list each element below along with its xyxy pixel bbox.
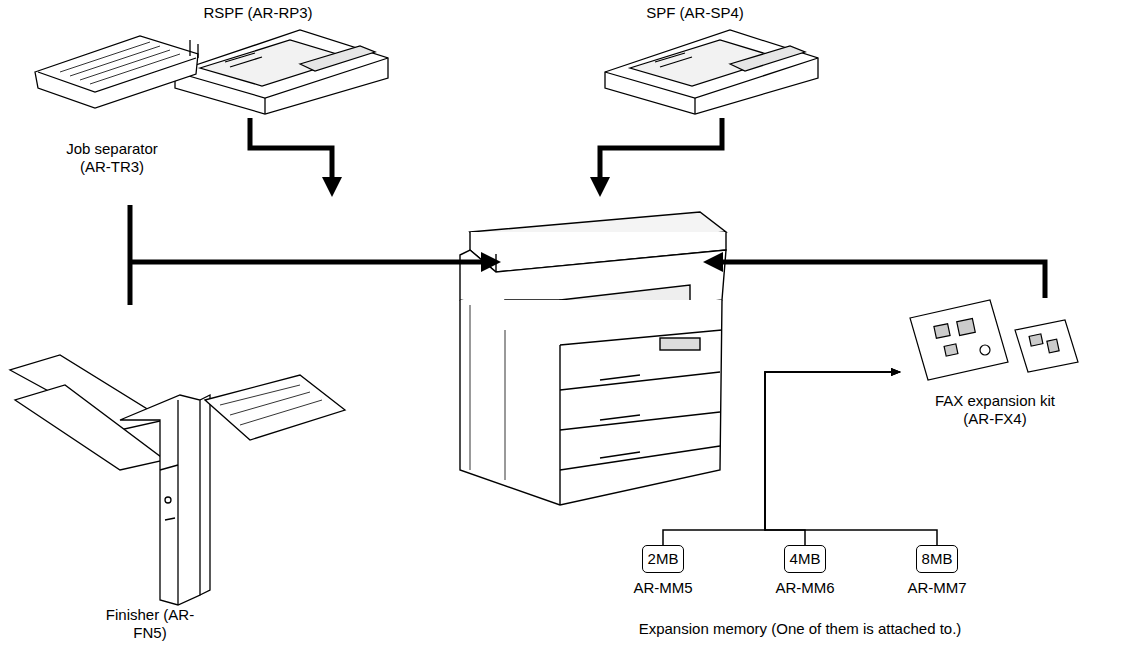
fax-arrow: [712, 262, 1045, 298]
drawing-part: [264, 98, 265, 114]
drawing-part: [605, 30, 818, 114]
model-number: AR-MM6: [773, 579, 837, 597]
drawing-part: [225, 53, 262, 67]
fax-board-illustration: [910, 300, 1078, 380]
memory-node: 4MB AR-MM6: [773, 545, 837, 597]
connector-line: [765, 372, 937, 545]
rspf-arrow: [250, 118, 332, 188]
drawing-part: [934, 324, 950, 339]
finisher-illustration: [10, 355, 345, 605]
drawing-part: [190, 40, 198, 58]
drawing-part: [460, 300, 722, 505]
model-number: AR-MM5: [631, 579, 695, 597]
drawing-part: [957, 318, 976, 335]
part-label: RSPF (AR-RP3): [148, 4, 368, 22]
drawing-part: [1029, 334, 1043, 346]
spf-illustration: [605, 30, 818, 114]
drawing-part: [15, 385, 165, 470]
drawing-part: [470, 305, 505, 480]
drawing-part: [120, 395, 200, 605]
memory-size-box: 8MB: [916, 545, 959, 573]
part-label: SPF (AR-SP4): [585, 4, 805, 22]
drawing-part: [35, 36, 198, 108]
job-separator-illustration: [35, 36, 198, 108]
drawing-part: [600, 375, 640, 458]
drawing-part: [60, 42, 180, 84]
memory-node: 2MB AR-MM5: [631, 545, 695, 597]
drawing-part: [165, 497, 171, 503]
drawing-part: [655, 53, 692, 67]
separator-arrow: [130, 260, 492, 265]
copier-illustration: [460, 212, 726, 505]
drawing-part: [300, 46, 375, 71]
drawing-part: [559, 345, 560, 505]
drawing-part: [177, 400, 178, 605]
fax-kit-node: FAX expansion kit (AR-FX4): [900, 300, 1090, 428]
part-label: FAX expansion kit (AR-FX4): [920, 392, 1070, 428]
connector-line: [663, 372, 900, 545]
model-number: AR-MM7: [905, 579, 969, 597]
drawing-part: [660, 338, 700, 350]
drawing-part: [220, 385, 322, 425]
drawing-part: [1047, 339, 1059, 353]
memory-size-box: 2MB: [642, 545, 685, 573]
connector-line: [765, 372, 900, 545]
drawing-part: [175, 30, 388, 114]
part-label: Job separator (AR-TR3): [52, 140, 172, 176]
drawing-part: [944, 344, 958, 356]
rspf-illustration: [175, 30, 388, 114]
part-label: Expansion memory (One of them is attache…: [590, 620, 1010, 638]
mount-arrows: [130, 118, 1045, 305]
drawing-part: [694, 98, 695, 114]
drawing-part: [200, 395, 210, 595]
drawing-part: [560, 372, 720, 470]
memory-size-box: 4MB: [784, 545, 827, 573]
part-label: Finisher (AR-FN5): [103, 606, 198, 642]
drawing-part: [980, 345, 990, 355]
memory-node: 8MB AR-MM7: [905, 545, 969, 597]
drawing-part: [205, 375, 345, 440]
drawing-part: [910, 300, 1008, 380]
drawing-part: [160, 465, 178, 520]
drawing-part: [730, 46, 805, 71]
drawing-part: [495, 254, 496, 272]
separator-trunk: [128, 205, 133, 305]
spf-arrow: [600, 118, 722, 188]
drawing-part: [1015, 320, 1078, 372]
